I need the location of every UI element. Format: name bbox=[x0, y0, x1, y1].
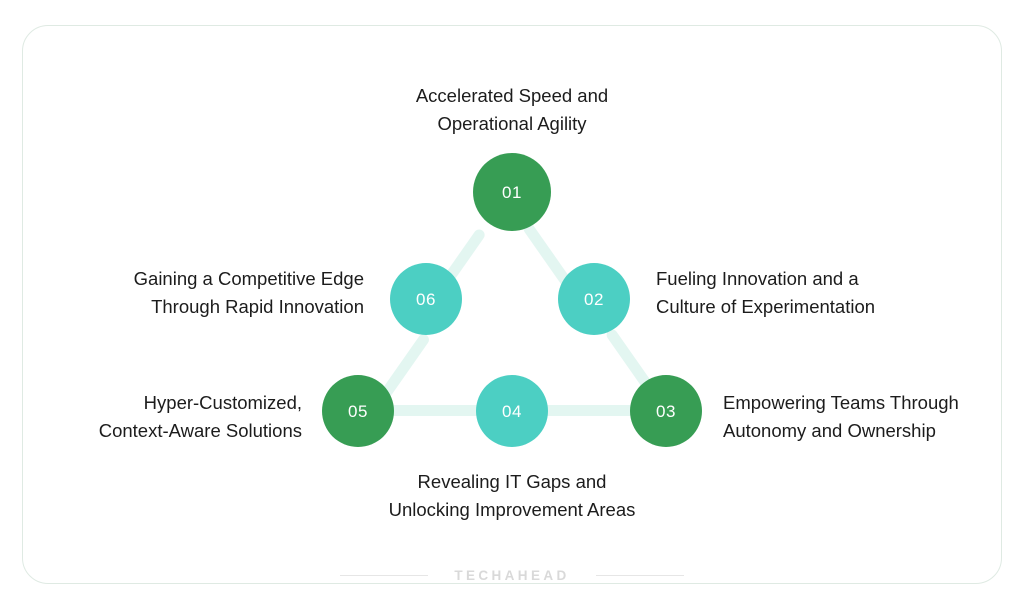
footer-brand: TECHAHEAD bbox=[0, 568, 1024, 583]
node-06-number: 06 bbox=[416, 289, 436, 309]
node-06[interactable]: 06 bbox=[390, 263, 462, 335]
footer-rule-right bbox=[595, 574, 684, 577]
node-04[interactable]: 04 bbox=[476, 375, 548, 447]
connector-03-04 bbox=[540, 405, 640, 416]
node-01[interactable]: 01 bbox=[473, 153, 551, 231]
node-04-number: 04 bbox=[502, 401, 522, 421]
footer-rule-left bbox=[340, 574, 429, 577]
node-02-number: 02 bbox=[584, 289, 604, 309]
connector-04-05 bbox=[388, 405, 488, 416]
node-03-number: 03 bbox=[656, 401, 676, 421]
node-05-label: Hyper-Customized, Context-Aware Solution… bbox=[98, 392, 302, 441]
content-card bbox=[22, 25, 1002, 584]
node-04-label: Revealing IT Gaps and Unlocking Improvem… bbox=[388, 471, 636, 520]
brand-text: TECHAHEAD bbox=[454, 568, 570, 583]
node-03-label: Empowering Teams Through Autonomy and Ow… bbox=[723, 392, 959, 441]
node-01-number: 01 bbox=[502, 182, 522, 202]
node-05-number: 05 bbox=[348, 401, 368, 421]
node-03[interactable]: 03 bbox=[630, 375, 702, 447]
node-01-label: Accelerated Speed and Operational Agilit… bbox=[415, 85, 609, 134]
node-05[interactable]: 05 bbox=[322, 375, 394, 447]
node-02-label: Fueling Innovation and a Culture of Expe… bbox=[656, 268, 876, 317]
node-02[interactable]: 02 bbox=[558, 263, 630, 335]
node-06-label: Gaining a Competitive Edge Through Rapid… bbox=[133, 268, 364, 317]
